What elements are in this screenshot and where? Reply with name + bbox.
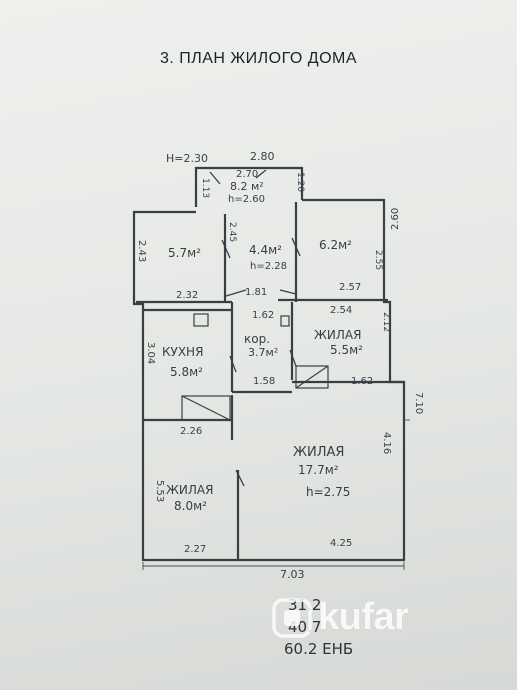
living-small-top: 2.54	[330, 305, 352, 316]
corridor-bottom: 1.58	[253, 376, 275, 387]
room-tr-outer: 2.60	[390, 208, 401, 230]
corridor-area: 3.7м²	[248, 346, 278, 359]
room-tr-right: 2.55	[373, 250, 383, 270]
living-small-area: 5.5м²	[330, 343, 363, 357]
living-big-outer: 7.10	[413, 392, 424, 414]
living-left-left: 5.53	[154, 480, 165, 502]
room-tr-area: 6.2м²	[319, 238, 352, 252]
total-line-3: 60.2 ЕНБ	[284, 640, 354, 658]
watermark-text: kufar	[318, 596, 409, 638]
room-tr-bottom: 2.57	[339, 282, 361, 293]
stairs	[181, 313, 329, 421]
vestibule-right: 1.20	[295, 172, 305, 192]
living-big-h: h=2.75	[306, 485, 350, 499]
vestibule-left: 1.13	[200, 178, 210, 198]
hall-bottom: 1.81	[245, 287, 267, 298]
hall-left: 2.45	[227, 222, 237, 242]
vestibule-width: 2.70	[236, 169, 258, 180]
overall-width: 7.03	[280, 568, 305, 581]
living-big-right: 4.16	[381, 432, 392, 454]
living-left-name: ЖИЛАЯ	[166, 483, 213, 497]
vestibule-wall	[194, 166, 304, 207]
upper-outer-wall	[132, 198, 406, 562]
living-left-bottom: 2.27	[184, 544, 206, 555]
vestibule-h: h=2.60	[228, 194, 265, 205]
dimension-lines	[142, 419, 410, 570]
kitchen-left: 3.04	[145, 342, 156, 364]
living-left-top: 2.26	[180, 426, 202, 437]
page-title: 3. ПЛАН ЖИЛОГО ДОМА	[159, 50, 358, 67]
hall-area: 4.4м²	[249, 243, 282, 257]
vestibule-height: H=2.30	[166, 152, 208, 165]
living-big-area: 17.7м²	[298, 463, 339, 477]
living-left-area: 8.0м²	[174, 499, 207, 513]
corridor-name: кор.	[244, 332, 270, 346]
kitchen-name: КУХНЯ	[162, 345, 203, 359]
room-tl-bottom: 2.32	[176, 290, 198, 301]
corridor-top: 1.62	[252, 310, 274, 321]
doors	[209, 169, 301, 487]
vestibule-area: 8.2 м²	[230, 180, 264, 193]
living-small-right: 2.12	[381, 312, 391, 332]
hall-h: h=2.28	[250, 261, 287, 272]
kufar-logo-icon	[272, 597, 312, 638]
room-tl-area: 5.7м²	[168, 246, 201, 260]
living-small-bottom: 1.62	[351, 376, 373, 387]
living-big-name: ЖИЛАЯ	[293, 445, 344, 460]
living-big-bottom: 4.25	[330, 538, 352, 549]
vestibule-dim-top: 2.80	[250, 150, 275, 163]
room-tl-left: 2.43	[136, 240, 147, 262]
kufar-watermark: kufar	[272, 596, 409, 639]
living-small-name: ЖИЛАЯ	[314, 328, 361, 342]
kitchen-area: 5.8м²	[170, 365, 203, 379]
